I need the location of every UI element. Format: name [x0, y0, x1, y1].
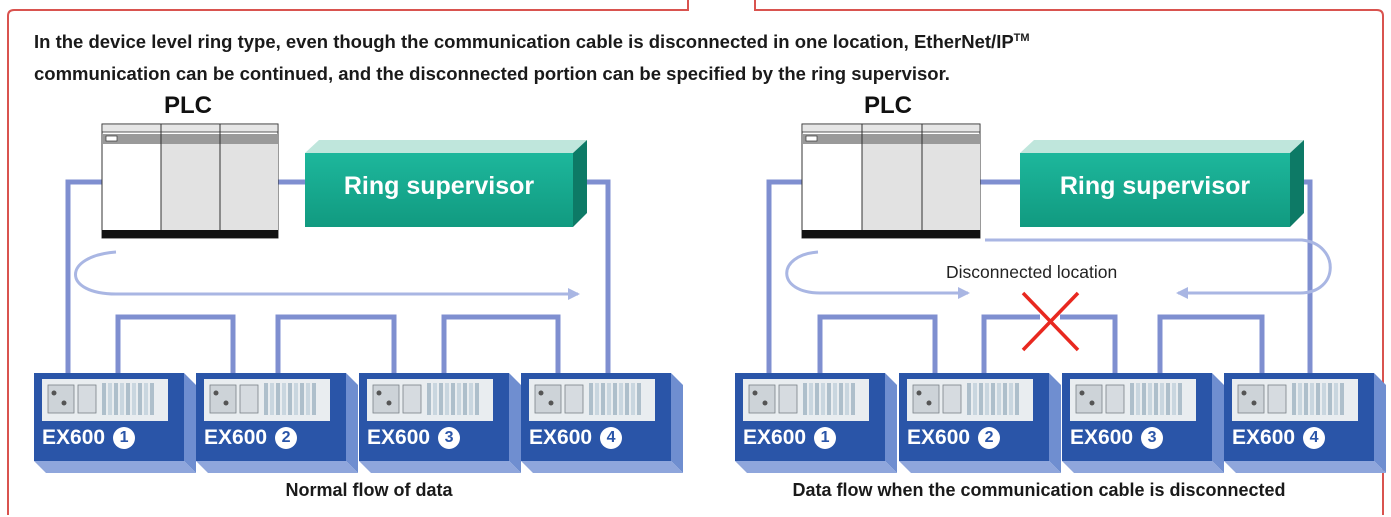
module-number-badge: 4 — [1303, 427, 1326, 449]
ex600-name: EX600 — [42, 426, 106, 449]
left-supervisor — [305, 140, 587, 227]
disconnected-cross-icon — [1021, 291, 1080, 352]
ex600-name: EX600 — [1232, 426, 1296, 449]
ex600-module — [735, 373, 897, 473]
right-flow-arrow-left — [785, 250, 970, 299]
ex600-modules — [34, 373, 1386, 473]
ex600-name: EX600 — [907, 426, 971, 449]
right-plc — [801, 123, 981, 239]
description-line2: communication can be continued, and the … — [34, 63, 950, 85]
right-supervisor — [1020, 140, 1304, 227]
ex600-label: EX600 4 — [529, 426, 623, 450]
trademark-sup: TM — [1013, 32, 1030, 44]
left-caption: Normal flow of data — [285, 480, 453, 500]
ex600-module — [34, 373, 196, 473]
ex600-label: EX600 3 — [1070, 426, 1164, 450]
callout-frame — [7, 0, 1384, 515]
ex600-name: EX600 — [743, 426, 807, 449]
ex600-module — [196, 373, 358, 473]
left-plc-label: PLC — [164, 92, 212, 119]
ex600-name: EX600 — [367, 426, 431, 449]
ex600-module — [521, 373, 683, 473]
module-number-badge: 1 — [113, 427, 136, 449]
ex600-name: EX600 — [529, 426, 593, 449]
module-number-badge: 3 — [438, 427, 461, 449]
right-flow-arrow-right — [985, 238, 1332, 299]
left-plc — [101, 123, 279, 239]
description-line1: In the device level ring type, even thou… — [34, 31, 1014, 53]
module-number-badge: 3 — [1141, 427, 1164, 449]
right-caption: Data flow when the communication cable i… — [792, 480, 1286, 500]
module-number-badge: 2 — [978, 427, 1001, 449]
right-panel — [766, 123, 1332, 373]
left-flow-arrow — [74, 250, 580, 300]
ex600-label: EX600 2 — [907, 426, 1001, 450]
module-number-badge: 4 — [600, 427, 623, 449]
module-number-badge: 1 — [814, 427, 837, 449]
ex600-label: EX600 1 — [743, 426, 837, 450]
left-supervisor-label: Ring supervisor — [343, 172, 535, 200]
ex600-label: EX600 4 — [1232, 426, 1326, 450]
ex600-module — [359, 373, 521, 473]
left-panel — [65, 123, 611, 373]
ex600-module — [1062, 373, 1224, 473]
description: In the device level ring type, even thou… — [34, 22, 1374, 90]
ex600-name: EX600 — [204, 426, 268, 449]
ex600-label: EX600 2 — [204, 426, 298, 450]
ex600-label: EX600 1 — [42, 426, 136, 450]
right-supervisor-label: Ring supervisor — [1059, 172, 1251, 200]
ex600-name: EX600 — [1070, 426, 1134, 449]
ex600-module — [1224, 373, 1386, 473]
right-plc-label: PLC — [864, 92, 912, 119]
module-number-badge: 2 — [275, 427, 298, 449]
ex600-module — [899, 373, 1061, 473]
disconnected-location-label: Disconnected location — [946, 262, 1118, 282]
ex600-label: EX600 3 — [367, 426, 461, 450]
